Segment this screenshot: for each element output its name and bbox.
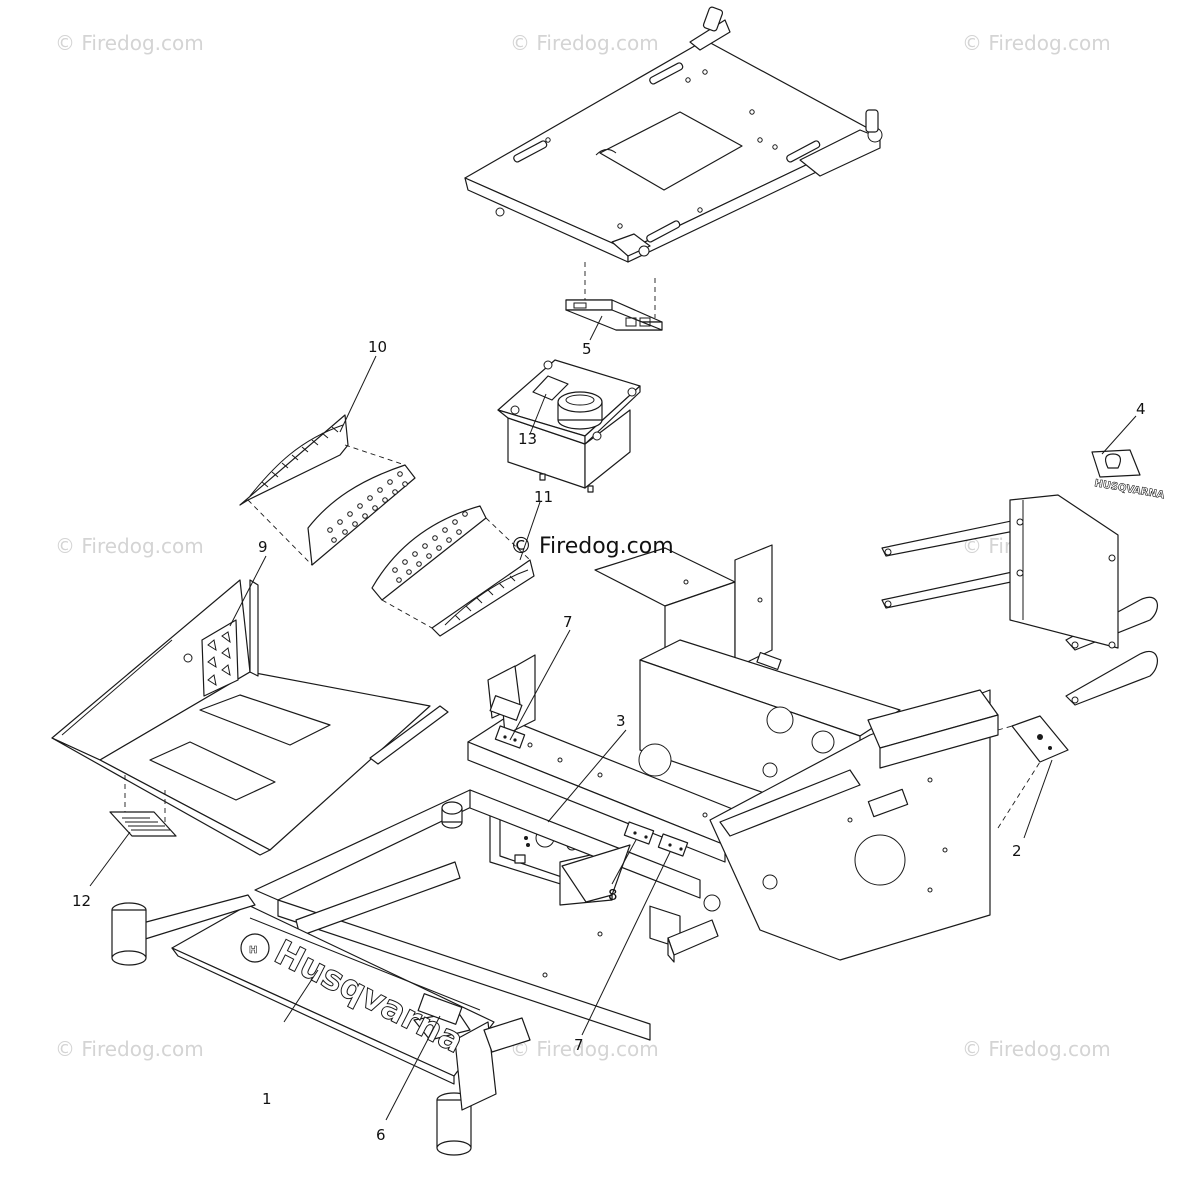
hub-cover-right [371, 505, 535, 637]
watermark-top-left: © Firedog.com [55, 31, 204, 55]
callout-1: 1 [262, 1090, 272, 1108]
callout-4: 4 [1136, 400, 1146, 418]
seat-decal [565, 299, 663, 331]
hydraulic-reservoir [497, 359, 641, 493]
footplate-decal-6 [417, 993, 463, 1025]
watermark-center: © Firedog.com [510, 534, 674, 559]
callout-3: 3 [616, 712, 626, 730]
watermark-mid-left: © Firedog.com [55, 534, 204, 558]
watermark-bottom-left: © Firedog.com [55, 1037, 204, 1061]
fender-pan [51, 579, 449, 856]
badge-text: HUSQVARNA [1093, 478, 1165, 501]
watermark-bottom-right: © Firedog.com [962, 1037, 1111, 1061]
svg-text:H: H [249, 945, 257, 956]
callout-10: 10 [368, 338, 387, 356]
hub-cover-left [239, 414, 416, 566]
callout-13: 13 [518, 430, 537, 448]
callout-6: 6 [376, 1126, 386, 1144]
callout-7b: 7 [574, 1036, 584, 1054]
callout-8: 8 [608, 886, 618, 904]
decal-2 [997, 715, 1069, 829]
callouts: 1 2 3 4 5 6 7 7 8 9 10 11 12 13 [72, 315, 1146, 1144]
watermark-top-right: © Firedog.com [962, 31, 1111, 55]
callout-5: 5 [582, 340, 592, 358]
callout-11: 11 [534, 488, 553, 506]
watermark-bottom-center: © Firedog.com [510, 1037, 659, 1061]
callout-9: 9 [258, 538, 268, 556]
callout-12: 12 [72, 892, 91, 910]
seat-plate [464, 6, 883, 318]
side-bumper: HUSQVARNA [881, 449, 1166, 706]
main-frame [111, 544, 999, 1156]
watermark-top-center: © Firedog.com [510, 31, 659, 55]
decal-12 [109, 811, 177, 837]
callout-7a: 7 [563, 613, 573, 631]
callout-2: 2 [1012, 842, 1022, 860]
husqvarna-crown-logo: H [240, 933, 270, 963]
